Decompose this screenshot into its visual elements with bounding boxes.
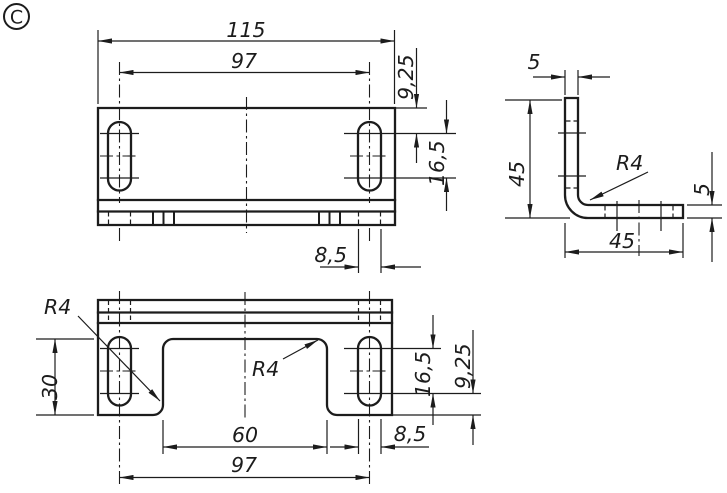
dim-side-leg-height: 45 — [505, 161, 529, 187]
dim-plan-notch-depth: 30 — [38, 374, 62, 400]
detail-balloon: C — [3, 3, 30, 30]
dim-plan-slot-width: 8,5 — [394, 422, 427, 446]
dim-front-slot-width: 8,5 — [314, 243, 347, 267]
plan-centerlines — [100, 291, 389, 487]
side-hidden-slot-ends — [566, 120, 674, 217]
dim-plan-corner-radius-left: R4 — [44, 295, 71, 319]
dim-plan-corner-radius-right: R4 — [252, 357, 279, 381]
plan-band-hidden-slot-edges — [107, 300, 382, 323]
front-band-ticks — [152, 211, 341, 225]
dim-side-bend-radius: R4 — [616, 151, 643, 175]
side-outline — [563, 96, 685, 220]
dim-plan-slot-center-distance: 97 — [231, 453, 257, 477]
dim-front-overall-width: 115 — [226, 18, 265, 42]
side-view: 5 45 R4 5 45 — [505, 50, 722, 262]
side-witness-lines — [505, 70, 722, 258]
plan-r4-leader-right — [282, 339, 319, 360]
front-centerlines — [100, 62, 389, 241]
side-slot-ticks — [558, 132, 662, 231]
dim-front-top-to-slot: 9,25 — [394, 54, 418, 100]
dim-side-leg-thickness-top: 5 — [527, 50, 540, 74]
dim-plan-notch-width: 60 — [232, 423, 258, 447]
dim-side-leg-thickness-right: 5 — [690, 183, 714, 196]
balloon-circle — [3, 3, 30, 30]
dim-front-slot-center-distance: 97 — [231, 49, 257, 73]
detail-label: C — [10, 7, 23, 29]
dim-front-slot-straight-length: 16,5 — [425, 140, 449, 186]
plan-r4-leader-left — [77, 315, 161, 402]
dim-plan-slot-end-to-edge: 9,25 — [451, 343, 475, 389]
plan-view: R4 R4 30 60 97 16,5 9,25 8,5 — [36, 291, 481, 487]
side-r4-leader — [589, 171, 649, 201]
front-outline — [96, 106, 397, 227]
plan-outline — [96, 298, 394, 417]
plan-witness-lines — [36, 338, 481, 454]
dim-side-leg-length: 45 — [609, 229, 635, 253]
dim-plan-slot-straight-length: 16,5 — [411, 351, 435, 397]
front-band-hidden-slot-edges — [107, 212, 382, 225]
front-view: 115 97 9,25 16,5 8,5 — [96, 18, 456, 273]
